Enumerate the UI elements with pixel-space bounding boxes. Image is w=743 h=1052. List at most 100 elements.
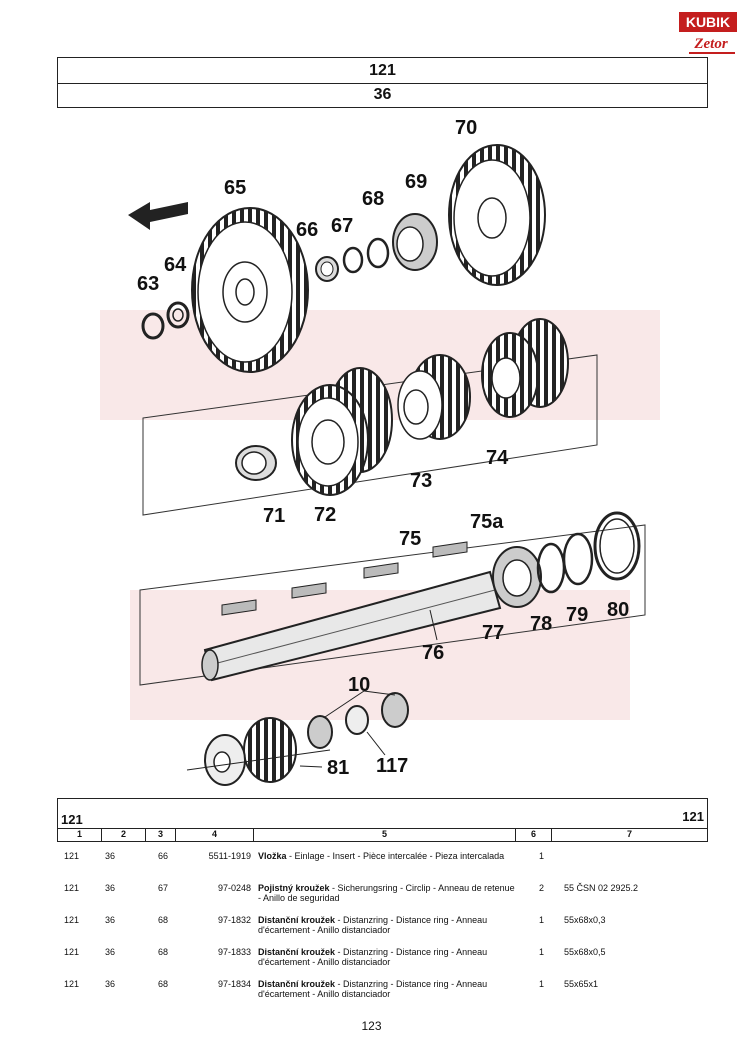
part-79-circlip: [562, 532, 594, 586]
part-translations: - Einlage - Insert - Pièce intercalée - …: [286, 851, 505, 861]
part-name: Vložka: [258, 851, 287, 861]
cell-c3: 68: [158, 947, 169, 957]
cell-c7: 55x65x1: [564, 979, 599, 989]
label-80: 80: [607, 599, 629, 621]
cell-c1: 121: [63, 979, 79, 989]
svg-text:KUBIK: KUBIK: [686, 14, 730, 30]
table-group-left: 121: [61, 812, 83, 827]
label-63: 63: [137, 273, 159, 295]
label-75: 75: [399, 528, 421, 550]
cell-c4: 97-1832: [217, 915, 251, 925]
cell-c6: 2: [539, 883, 545, 893]
part-70-gear: [448, 144, 546, 286]
cell-description: Distanční kroužek - Distanzring - Distan…: [258, 915, 518, 935]
label-72: 72: [314, 504, 336, 526]
label-78: 78: [530, 613, 552, 635]
col-header-4: 4: [176, 829, 254, 841]
label-64: 64: [164, 254, 187, 276]
table-row: 121 36 67 97-0248 Pojistný kroužek - Sicheru…: [57, 883, 708, 915]
part-name: Distanční kroužek: [258, 915, 336, 925]
page-number: 123: [361, 1019, 382, 1033]
cell-c6: 1: [539, 979, 545, 989]
subgroup-number: 36: [57, 83, 708, 108]
col-header-2: 2: [102, 829, 146, 841]
part-name: Pojistný kroužek: [258, 883, 330, 893]
cell-c3: 68: [158, 979, 169, 989]
label-66: 66: [296, 219, 318, 241]
cell-c4: 97-1833: [217, 947, 251, 957]
part-75-keys: [221, 541, 468, 616]
label-67: 67: [331, 215, 353, 237]
part-73-gear: [397, 354, 471, 440]
table-group-header: 121 121: [57, 798, 708, 829]
label-81: 81: [327, 757, 349, 779]
label-10: 10: [348, 674, 370, 696]
part-80-ring: [593, 511, 641, 581]
part-74-gear: [481, 318, 569, 418]
cell-c3: 67: [158, 883, 169, 893]
label-77: 77: [482, 622, 504, 644]
cell-c2: 36: [105, 947, 116, 957]
part-68-distance-ring: [366, 237, 390, 269]
watermark: [100, 310, 660, 720]
part-10-needle-bearings: [307, 692, 409, 749]
col-header-6: 6: [516, 829, 552, 841]
cell-c1: 121: [63, 883, 79, 893]
part-76-main-shaft: [201, 570, 502, 682]
label-79: 79: [566, 604, 588, 626]
cell-c2: 36: [105, 883, 116, 893]
label-71: 71: [263, 505, 285, 527]
part-65-gear: [191, 207, 309, 373]
part-66-insert: [315, 256, 339, 282]
cell-description: Distanční kroužek - Distanzring - Distan…: [258, 947, 518, 967]
cell-c4: 5511-1919: [208, 851, 251, 861]
direction-arrow-icon: [128, 202, 188, 230]
label-76: 76: [422, 642, 444, 664]
table-group-right: 121: [682, 809, 704, 824]
cell-c7: 55x68x0,3: [564, 915, 606, 925]
part-name: Distanční kroužek: [258, 947, 336, 957]
cell-c2: 36: [105, 915, 116, 925]
cell-description: Distanční kroužek - Distanzring - Distan…: [258, 979, 518, 999]
cell-c6: 1: [539, 947, 545, 957]
part-69-bearing: [392, 213, 438, 271]
cell-c2: 36: [105, 979, 116, 989]
part-translations: - Sicherungsring - Circlip - Anneau de r…: [258, 883, 515, 903]
cell-c2: 36: [105, 851, 116, 861]
cell-c6: 1: [539, 915, 545, 925]
part-67-circlip: [342, 246, 364, 274]
exploded-parts-drawing: 63 64 65 66 67 68 69 70 71 72 73 74 75 7…: [0, 110, 743, 800]
kubik-zetor-logo: KUBIK Zetor: [679, 12, 737, 60]
part-63-circlip: [141, 312, 165, 340]
cell-c6: 1: [539, 851, 545, 861]
table-row: 121 36 68 97-1833 Distanční kroužek - Distan…: [57, 947, 708, 979]
label-68: 68: [362, 188, 384, 210]
cell-c1: 121: [63, 947, 79, 957]
part-72-double-gear: [291, 367, 393, 496]
table-row: 121 36 68 97-1834 Distanční kroužek - Distan…: [57, 979, 708, 1011]
part-117-spacer: [345, 705, 369, 735]
part-translations: - Distanzring - Distance ring - Anneau d…: [258, 979, 488, 999]
part-81-gear: [186, 717, 331, 786]
svg-text:Zetor: Zetor: [693, 36, 727, 52]
cell-c1: 121: [63, 915, 79, 925]
part-name: Distanční kroužek: [258, 979, 336, 989]
label-74: 74: [486, 447, 509, 469]
label-117: 117: [376, 755, 408, 777]
col-header-3: 3: [146, 829, 176, 841]
cell-c1: 121: [63, 851, 79, 861]
cell-description: Pojistný kroužek - Sicherungsring - Circ…: [258, 883, 518, 903]
cell-c4: 97-1834: [217, 979, 251, 989]
cell-c4: 97-0248: [217, 883, 251, 893]
label-69: 69: [405, 171, 427, 193]
col-header-7: 7: [552, 829, 708, 841]
label-73: 73: [410, 470, 432, 492]
part-translations: - Distanzring - Distance ring - Anneau d…: [258, 915, 488, 935]
label-65: 65: [224, 177, 246, 199]
cell-c7: 55x68x0,5: [564, 947, 606, 957]
label-75a: 75a: [470, 511, 504, 533]
col-header-1: 1: [58, 829, 102, 841]
